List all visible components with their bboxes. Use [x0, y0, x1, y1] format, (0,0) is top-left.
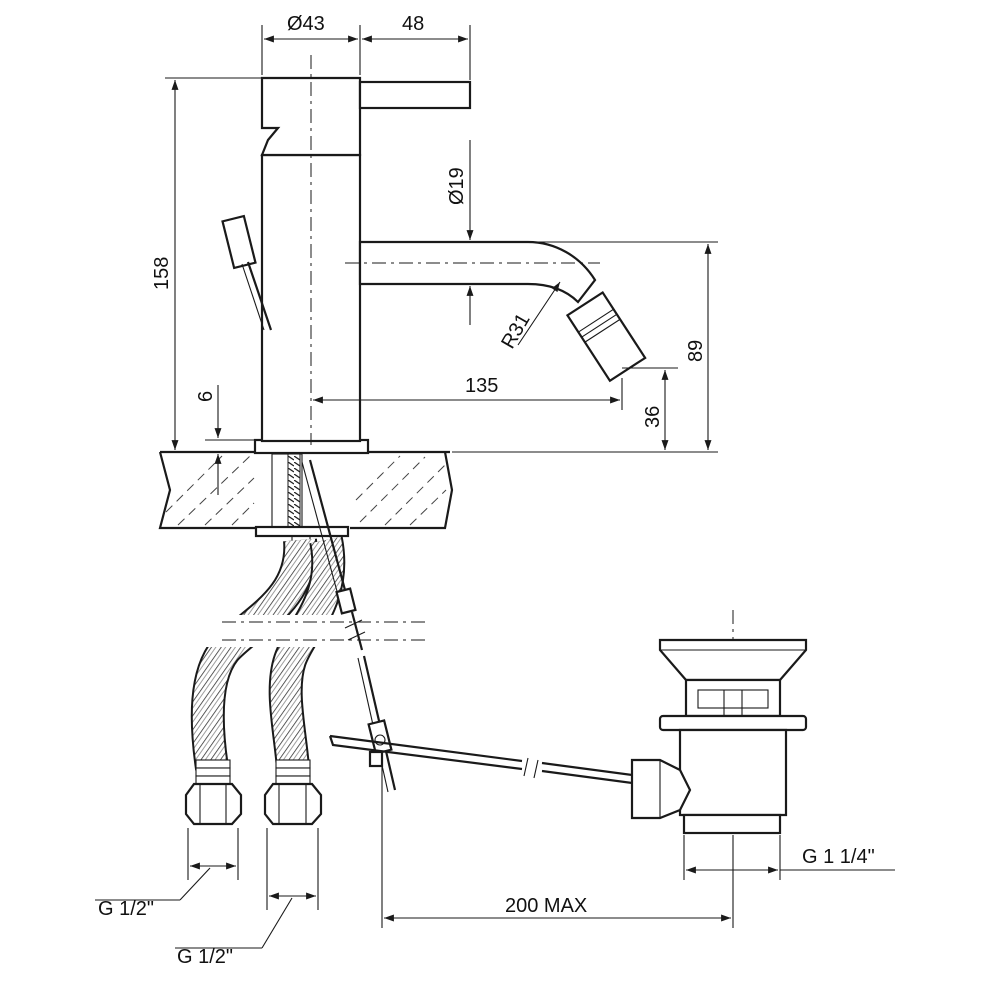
- dim-nozzle-height: 36: [642, 406, 664, 428]
- hex-nut-right: [263, 782, 323, 826]
- pop-up-rod-knob: [221, 214, 273, 331]
- threaded-shank: [287, 453, 301, 529]
- spout: [358, 240, 597, 304]
- lever-handle: [358, 80, 472, 110]
- dim-body-diameter: Ø43: [287, 13, 325, 35]
- mixer-body: [221, 76, 647, 455]
- dim-waste-thread: G 1 1/4": [802, 846, 875, 868]
- spray-nozzle: [565, 290, 647, 383]
- dim-hose-thread-left: G 1/2": [98, 898, 154, 920]
- hex-nut-left: [184, 782, 243, 826]
- dim-rod-length: 200 MAX: [505, 895, 587, 917]
- flexible-hoses: [140, 536, 440, 826]
- dim-spout-diameter: Ø19: [446, 167, 468, 205]
- countertop-hatching: [165, 455, 447, 526]
- dimension-lines: [95, 25, 895, 949]
- dim-hose-thread-right: G 1/2": [177, 946, 233, 968]
- dim-base-thickness: 6: [195, 391, 217, 402]
- dim-spout-reach: 135: [465, 375, 498, 397]
- dim-total-height: 158: [151, 257, 173, 290]
- dim-lever-length: 48: [402, 13, 424, 35]
- dim-outlet-height: 89: [685, 340, 707, 362]
- pop-up-linkage: [301, 459, 641, 793]
- dim-spout-radius: R31: [497, 310, 534, 353]
- pop-up-waste: [630, 638, 808, 835]
- dimension-labels: Ø43 48 158 Ø19 R31 89 135 36 6 G 1/2" G …: [98, 13, 875, 968]
